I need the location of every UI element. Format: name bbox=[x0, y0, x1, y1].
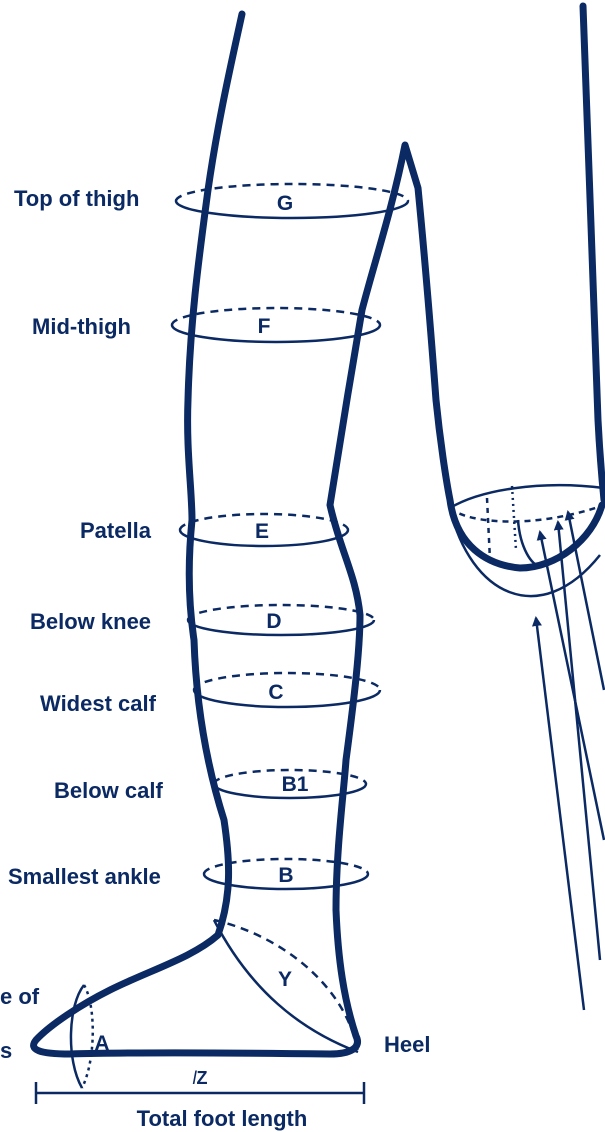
letter-b: B bbox=[278, 864, 293, 887]
label-base-of-toes-line1: e of bbox=[0, 984, 40, 1009]
letter-f: F bbox=[258, 315, 271, 338]
socket-rim-back bbox=[450, 505, 604, 522]
label-widest-calf: Widest calf bbox=[40, 691, 157, 716]
letter-d: D bbox=[266, 610, 281, 633]
letter-b1: B1 bbox=[282, 773, 309, 796]
socket-rim bbox=[450, 485, 604, 508]
label-heel: Heel bbox=[384, 1032, 430, 1057]
label-patella: Patella bbox=[80, 518, 152, 543]
label-lz: lZ bbox=[193, 1068, 208, 1088]
letter-e: E bbox=[255, 520, 269, 543]
letter-y: Y bbox=[278, 968, 292, 991]
arrow-2 bbox=[540, 532, 604, 840]
label-lz-letter: Z bbox=[197, 1068, 208, 1088]
label-base-of-toes-line2: s bbox=[0, 1038, 12, 1063]
label-smallest-ankle: Smallest ankle bbox=[8, 864, 161, 889]
label-top-of-thigh: Top of thigh bbox=[14, 186, 139, 211]
label-mid-thigh: Mid-thigh bbox=[32, 314, 131, 339]
label-total-foot-length: Total foot length bbox=[137, 1106, 308, 1131]
socket-dash-1 bbox=[487, 498, 490, 560]
leg-other-contour bbox=[583, 6, 604, 500]
ring-a bbox=[71, 985, 93, 1088]
label-below-knee: Below knee bbox=[30, 609, 151, 634]
arrow-4 bbox=[536, 618, 584, 1010]
letter-c: C bbox=[268, 681, 283, 704]
socket-dash-2 bbox=[512, 486, 516, 550]
socket-inner-curve bbox=[518, 520, 540, 566]
arrow-1 bbox=[558, 522, 600, 960]
label-below-calf: Below calf bbox=[54, 778, 163, 803]
letter-a: A bbox=[94, 1032, 109, 1055]
socket-illustration bbox=[450, 485, 604, 1010]
ring-f bbox=[172, 308, 380, 342]
letter-g: G bbox=[277, 192, 293, 215]
